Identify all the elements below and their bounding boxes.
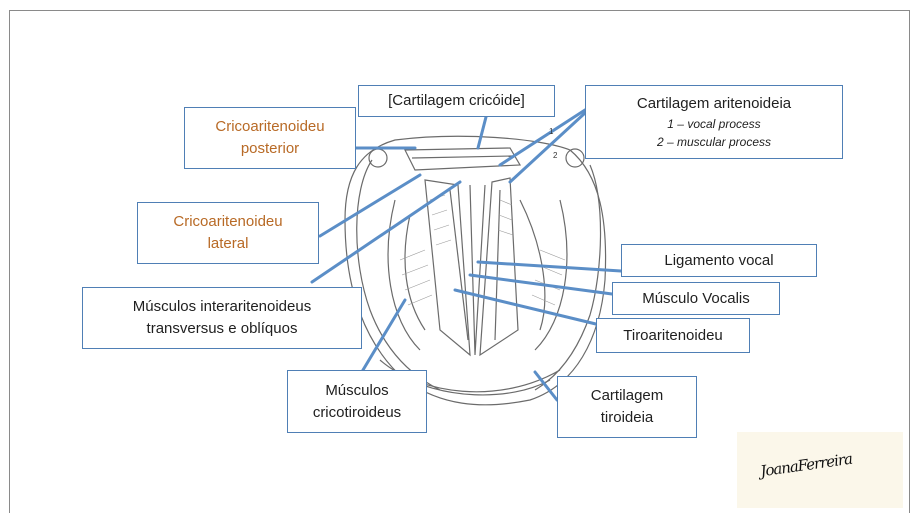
label-musculo-vocalis: Músculo Vocalis xyxy=(612,282,780,315)
label-text: Cartilagem xyxy=(591,385,664,407)
leader-cricoide xyxy=(478,117,486,148)
label-cartilagem-cricoide: [Cartilagem cricóide] xyxy=(358,85,555,117)
label-text: Cricoaritenoideu xyxy=(215,116,324,138)
leader-arit-1 xyxy=(500,110,585,165)
label-text: Tiroaritenoideu xyxy=(623,325,723,347)
label-text: Músculos xyxy=(325,380,388,402)
point-label-1: 1 xyxy=(549,127,553,136)
sketch-hatching xyxy=(400,195,565,305)
label-ligamento-vocal: Ligamento vocal xyxy=(621,244,817,277)
label-text: Músculo Vocalis xyxy=(642,288,750,310)
label-text: lateral xyxy=(208,233,249,255)
label-musculos-cricotiroideus: Músculos cricotiroideus xyxy=(287,370,427,433)
label-vocal-process: 1 – vocal process xyxy=(667,115,760,133)
label-musculos-interaritenoideus: Músculos interaritenoideus transversus e… xyxy=(82,287,362,349)
label-tiroaritenoideu: Tiroaritenoideu xyxy=(596,318,750,353)
label-text: cricotiroideus xyxy=(313,402,401,424)
label-text: posterior xyxy=(241,138,299,160)
label-cartilagem-aritenoideia: Cartilagem aritenoideia 1 – vocal proces… xyxy=(585,85,843,159)
label-cartilagem-tiroideia: Cartilagem tiroideia xyxy=(557,376,697,438)
label-text: Ligamento vocal xyxy=(664,250,773,272)
label-text: Cricoaritenoideu xyxy=(173,211,282,233)
label-cricoaritenoideu-posterior: Cricoaritenoideu posterior xyxy=(184,107,356,169)
larynx-sketch xyxy=(345,136,606,404)
label-text: tiroideia xyxy=(601,407,654,429)
label-text: Músculos interaritenoideus xyxy=(133,296,311,318)
label-cricoaritenoideu-lateral: Cricoaritenoideu lateral xyxy=(137,202,319,264)
point-label-2: 2 xyxy=(553,151,557,160)
leader-vocalis xyxy=(470,275,612,294)
label-text: Cartilagem aritenoideia xyxy=(637,93,791,115)
label-text: transversus e oblíquos xyxy=(147,318,298,340)
label-muscular-process: 2 – muscular process xyxy=(657,133,771,151)
leader-crico-lat xyxy=(320,175,420,236)
leader-arit-2 xyxy=(510,113,585,182)
leader-cricotir xyxy=(360,300,405,375)
label-text: [Cartilagem cricóide] xyxy=(388,90,525,112)
